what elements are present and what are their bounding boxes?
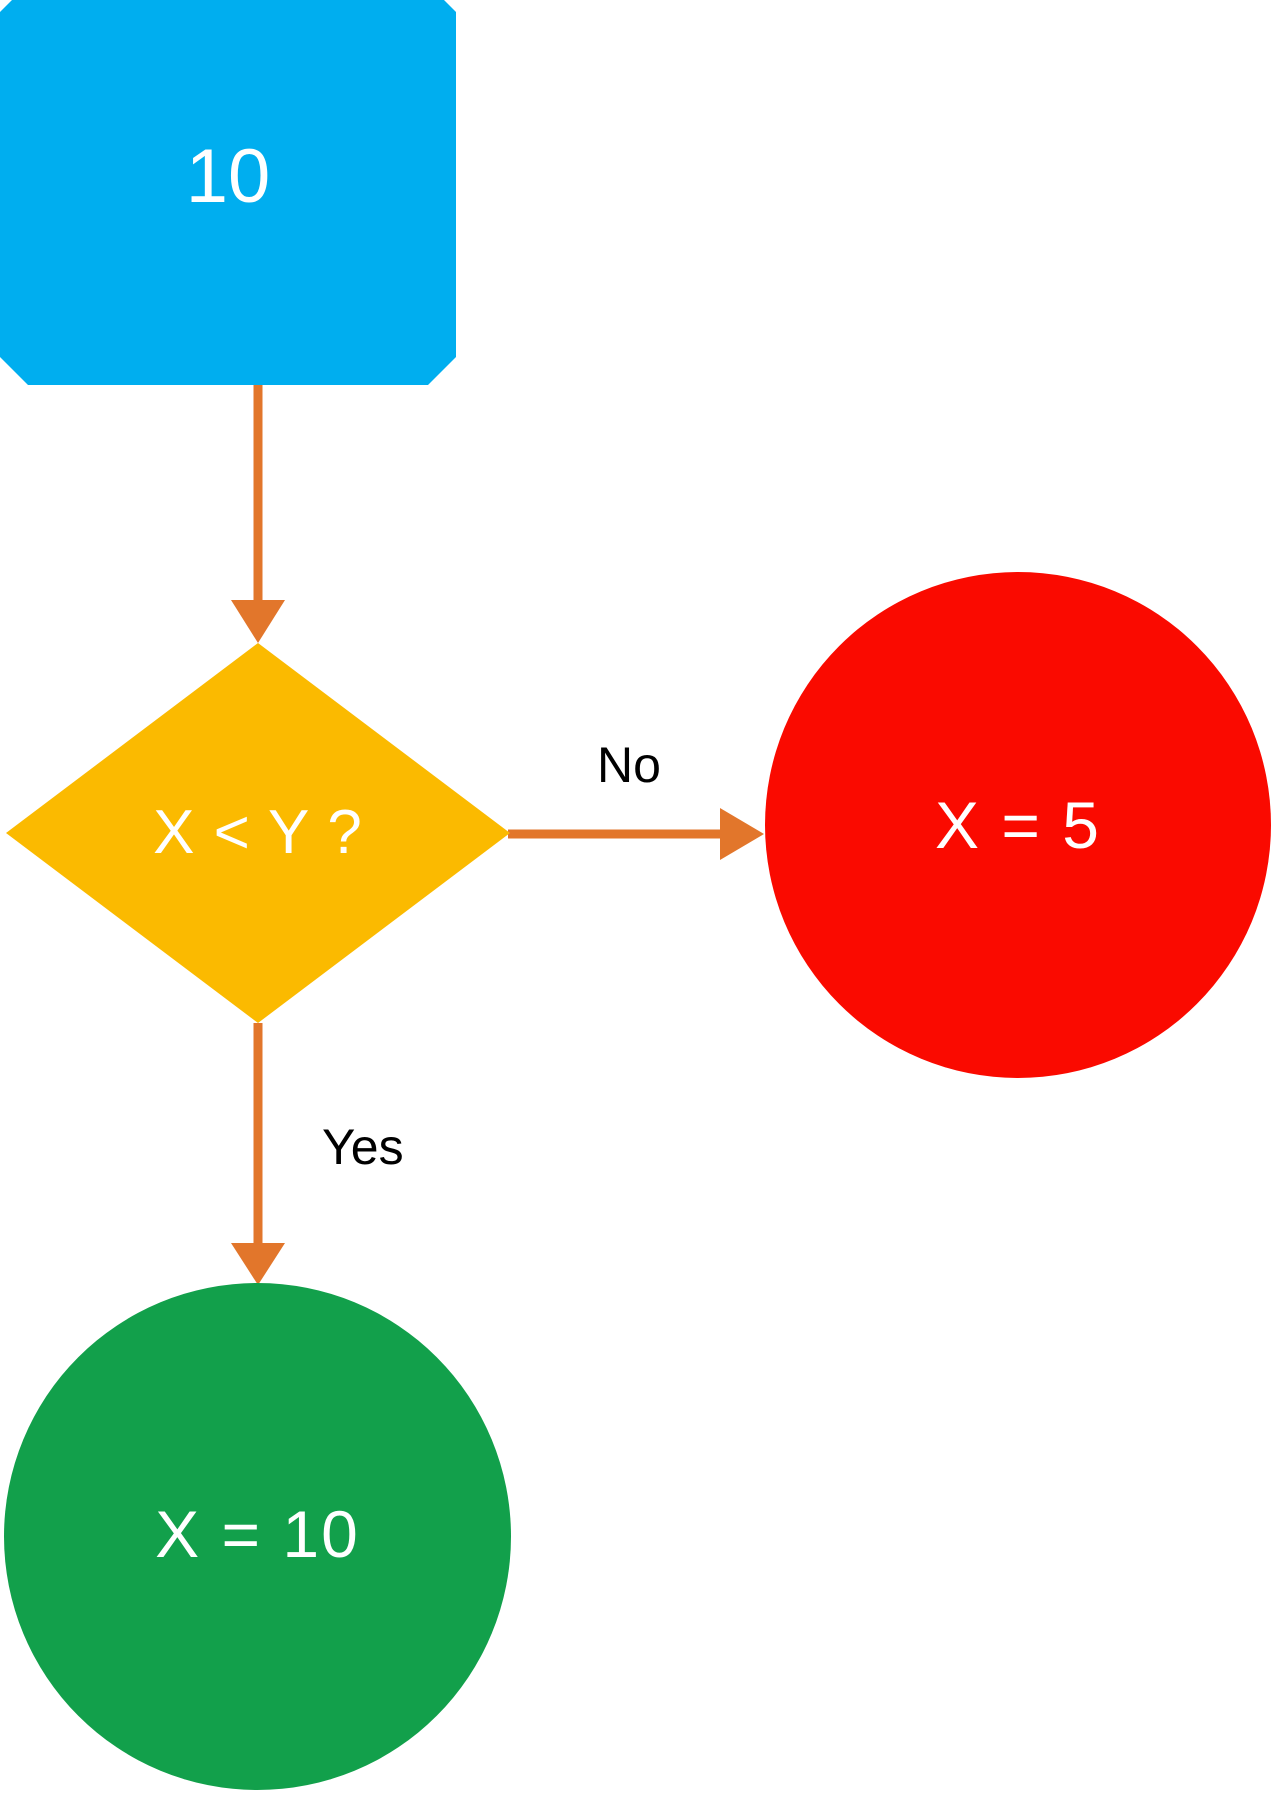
edge-start-to-decision [231,385,285,643]
node-no-branch-result[interactable]: X = 5 [765,572,1271,1078]
edge-label-no: No [597,737,661,793]
node-start-label: 10 [185,133,271,219]
edge-label-yes: Yes [322,1119,404,1175]
arrowhead-start-decision [231,600,285,643]
node-yes-branch-label: X = 10 [155,1497,360,1571]
arrowhead-decision-yes [231,1243,285,1285]
node-start-value[interactable]: 10 [0,0,456,385]
node-decision-label: X < Y ? [153,798,363,867]
node-no-branch-label: X = 5 [935,788,1101,862]
edge-decision-to-no [508,808,764,860]
arrowhead-decision-no [720,808,764,860]
edge-decision-to-yes [231,1023,285,1285]
node-decision-condition[interactable]: X < Y ? [6,643,510,1023]
node-yes-branch-result[interactable]: X = 10 [4,1283,511,1790]
